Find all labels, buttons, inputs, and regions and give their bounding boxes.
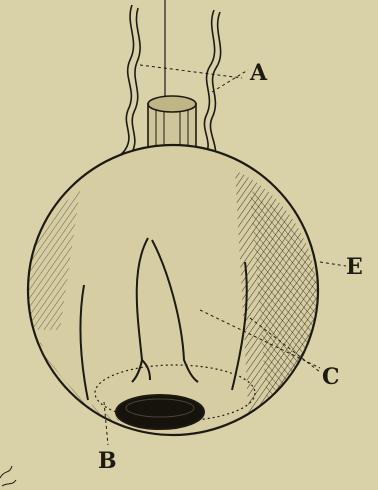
label-a: A bbox=[249, 60, 268, 86]
label-b: B bbox=[98, 448, 117, 474]
optic-nerve bbox=[148, 96, 196, 150]
label-c: C bbox=[322, 364, 340, 390]
corner-mark bbox=[0, 466, 16, 486]
label-e: E bbox=[346, 254, 363, 280]
